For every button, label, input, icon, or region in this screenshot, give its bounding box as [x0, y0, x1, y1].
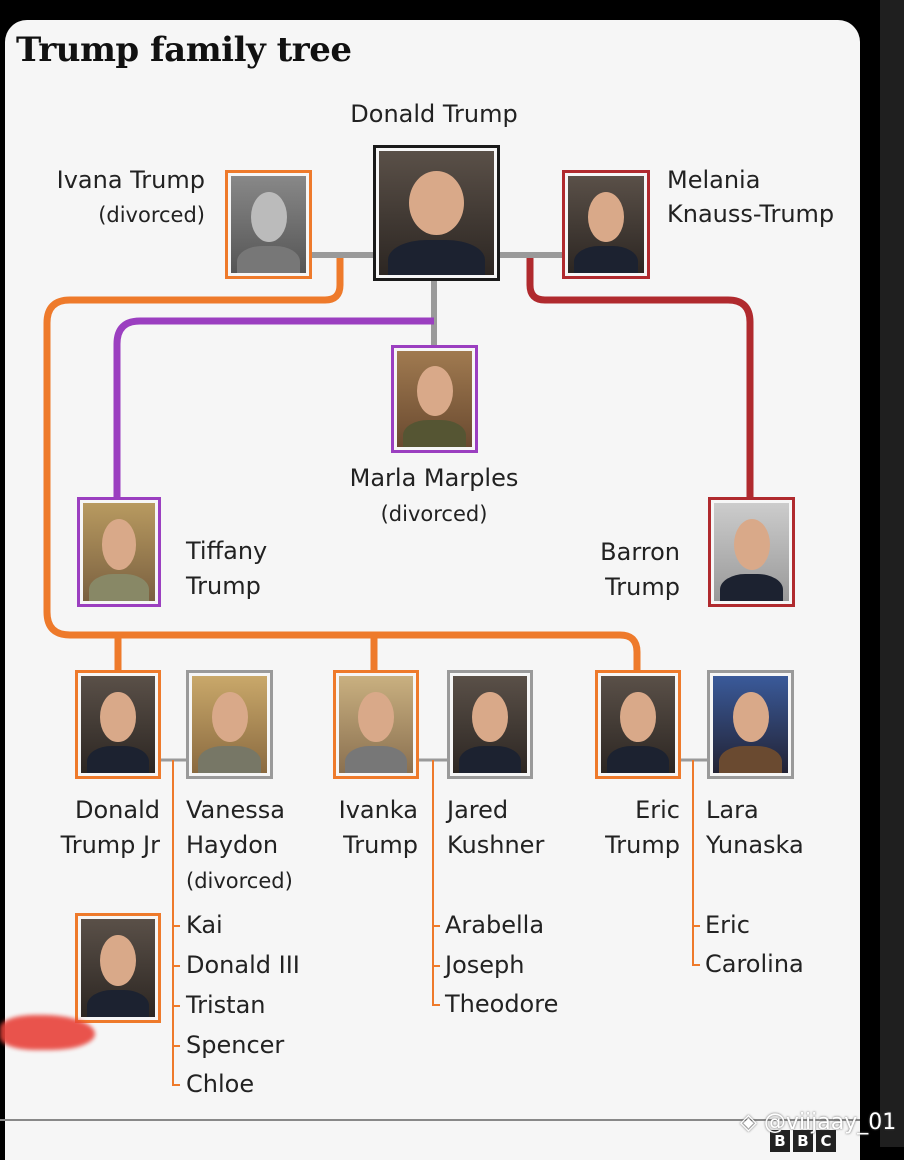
footer-divider [0, 1119, 860, 1121]
label-vanessa-2: Haydon [186, 831, 279, 859]
ivanka-children-line [432, 760, 440, 1006]
watermark: ◈ @viijaay_01 [740, 1110, 896, 1135]
label-tiffany-2: Trump [186, 572, 261, 600]
label-jared-2: Kushner [447, 831, 545, 859]
photo-donald-trump [373, 145, 500, 281]
label-barron-2: Trump [605, 573, 680, 601]
grandchild-theodore: Theodore [445, 990, 559, 1018]
grandchild-spencer: Spencer [186, 1031, 285, 1059]
photo-kai-trump [75, 913, 161, 1023]
photo-tiffany-trump [77, 497, 161, 607]
melania-children-line [526, 258, 754, 497]
donjr-children-line [172, 760, 180, 1086]
label-eric-2: Trump [605, 831, 680, 859]
grandchild-joseph: Joseph [445, 951, 525, 979]
photo-ivanka-trump [333, 670, 419, 779]
photo-vanessa-haydon [186, 670, 273, 779]
photo-jared-kushner [447, 670, 533, 779]
ivana-children-line [43, 258, 641, 670]
diamond-icon: ◈ [740, 1110, 757, 1135]
label-marla-marples: Marla Marples [349, 464, 519, 492]
label-marla-note: (divorced) [380, 502, 488, 526]
photo-barron-trump [708, 497, 795, 607]
label-ivanka-1: Ivanka [338, 796, 418, 824]
grandchild-eric: Eric [705, 911, 750, 939]
grandchild-carolina: Carolina [705, 950, 804, 978]
grandchild-arabella: Arabella [445, 911, 545, 939]
label-ivanka-2: Trump [343, 831, 418, 859]
label-jared-1: Jared [447, 796, 509, 824]
page-title: Trump family tree [16, 30, 352, 70]
label-donjr-2: Trump Jr [60, 831, 160, 859]
grandchild-donald-iii: Donald III [186, 951, 300, 979]
grandchild-tristan: Tristan [186, 991, 266, 1019]
right-edge-strip [880, 0, 904, 1147]
label-lara-1: Lara [706, 796, 759, 824]
marla-children-line [113, 317, 434, 497]
eric-children-line [692, 760, 700, 966]
label-vanessa-note: (divorced) [186, 869, 293, 893]
photo-donald-trump-jr [75, 670, 161, 779]
label-ivana-note: (divorced) [98, 203, 205, 227]
label-donald-trump: Donald Trump [350, 100, 518, 128]
watermark-text: @viijaay_01 [763, 1110, 897, 1135]
photo-ivana-trump [225, 170, 312, 279]
label-donjr-1: Donald [75, 796, 160, 824]
red-scribble-mark [0, 1015, 95, 1050]
label-tiffany-1: Tiffany [186, 537, 268, 565]
grandchild-kai: Kai [186, 911, 223, 939]
label-ivana-trump: Ivana Trump [56, 166, 205, 194]
label-melania-2: Knauss-Trump [667, 200, 835, 228]
label-melania-1: Melania [667, 166, 761, 194]
label-barron-1: Barron [600, 538, 680, 566]
grandchild-chloe: Chloe [186, 1070, 255, 1098]
label-eric-1: Eric [635, 796, 680, 824]
photo-lara-yunaska [707, 670, 794, 779]
photo-melania-trump [562, 170, 650, 279]
label-lara-2: Yunaska [706, 831, 804, 859]
photo-eric-trump [595, 670, 681, 779]
photo-marla-marples [391, 345, 478, 453]
label-vanessa-1: Vanessa [186, 796, 285, 824]
